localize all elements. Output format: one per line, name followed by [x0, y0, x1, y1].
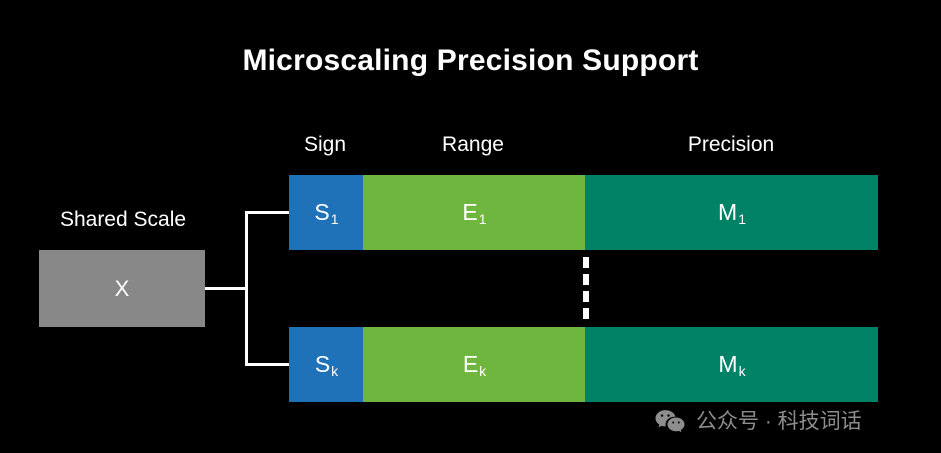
shared-scale-label: Shared Scale — [59, 208, 187, 231]
range-subscript: k — [479, 362, 487, 379]
wechat-icon — [655, 410, 685, 433]
sign-base: S — [314, 351, 331, 377]
precision-base: M — [718, 199, 738, 225]
bracket-spine — [245, 211, 248, 366]
range-base: E — [462, 351, 479, 377]
precision-subscript: 1 — [738, 210, 746, 227]
shared-scale-value: X — [114, 276, 130, 301]
bracket-arm-top — [245, 211, 289, 214]
watermark-text: 公众号 · 科技词话 — [696, 410, 862, 433]
precision-base: M — [718, 351, 738, 377]
column-header-sign: Sign — [303, 133, 347, 156]
page-title: Microscaling Precision Support — [242, 44, 699, 77]
vertical-ellipsis-icon — [583, 257, 589, 319]
range-base: E — [462, 199, 478, 225]
watermark: 公众号 · 科技词话 — [655, 405, 862, 439]
ellipsis-dash — [583, 274, 589, 285]
sign-subscript: 1 — [330, 210, 339, 227]
column-header-range: Range — [442, 133, 504, 156]
precision-subscript: k — [738, 362, 746, 379]
ellipsis-dash — [583, 308, 589, 319]
bracket-stem — [205, 287, 247, 290]
shared-scale-block: X — [39, 250, 205, 327]
ellipsis-dash — [583, 257, 589, 268]
sign-subscript: k — [331, 362, 339, 379]
ellipsis-dash — [583, 291, 589, 302]
range-subscript: 1 — [478, 210, 487, 227]
sign-base: S — [314, 199, 330, 225]
bracket-arm-bottom — [245, 363, 289, 366]
column-header-precision: Precision — [687, 133, 775, 156]
